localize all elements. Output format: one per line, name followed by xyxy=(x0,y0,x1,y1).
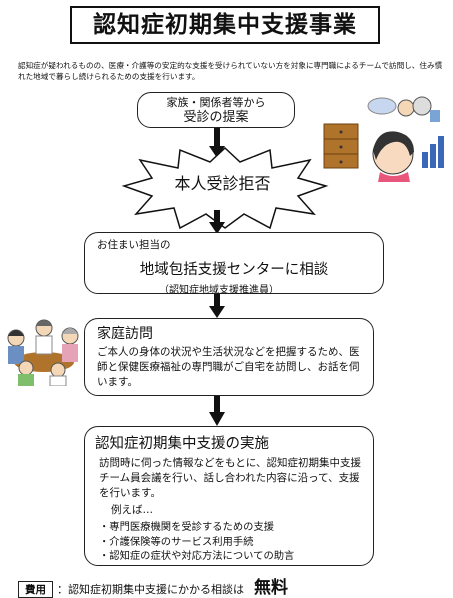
fee-text: ：認知症初期集中支援にかかる相談は xyxy=(57,583,244,596)
home-visit-illustration xyxy=(7,319,79,386)
fee-tag: 費用 xyxy=(18,581,53,598)
worried-elder-illustration xyxy=(323,96,444,182)
step4-heading: 家庭訪問 xyxy=(97,326,153,342)
step3-line3: （認知症地域支援推進員） xyxy=(159,285,279,296)
step-family-proposal: 家族・関係者等から 受診の提案 xyxy=(137,92,295,128)
list-item: 専門医療機関を受診するための支援 xyxy=(99,520,373,535)
down-arrow-icon xyxy=(209,396,225,426)
step5-heading: 認知症初期集中支援の実施 xyxy=(95,436,269,452)
step5-body: 訪問時に伺った情報などをもとに、認知症初期集中支援チーム員会議を行い、話し合われ… xyxy=(99,457,361,499)
example-label: 例えば… xyxy=(111,504,153,516)
list-item: 認知症の症状や対応方法についての助言 xyxy=(99,549,373,564)
step1-line1: 家族・関係者等から xyxy=(166,96,266,109)
fee-price: 無料 xyxy=(254,578,288,598)
step4-body: ご本人の身体の状況や生活状況などを把握するため、医師と保健医療福祉の専門職がご自… xyxy=(97,346,360,388)
refusal-burst-shape xyxy=(121,146,329,230)
step3-line1: お住まい担当の xyxy=(97,239,171,251)
down-arrow-icon xyxy=(209,294,225,318)
step-refusal: 本人受診拒否 xyxy=(174,174,271,193)
step-intensive-support: 認知症初期集中支援の実施 訪問時に伺った情報などをもとに、認知症初期集中支援チー… xyxy=(84,426,374,566)
down-arrow-icon xyxy=(209,128,225,158)
step-consultation: お住まい担当の 地域包括支援センターに相談 （認知症地域支援推進員） xyxy=(84,232,384,296)
step-home-visit: 家庭訪問 ご本人の身体の状況や生活状況などを把握するため、医師と保健医療福祉の専… xyxy=(84,318,374,396)
fee-footer: 費用 ：認知症初期集中支援にかかる相談は 無料 xyxy=(18,573,288,598)
step3-line2: 地域包括支援センターに相談 xyxy=(139,262,329,278)
page-title: 認知症初期集中支援事業 xyxy=(70,6,380,44)
intro-text: 認知症が疑われるものの、医療・介護等の安定的な支援を受けられていない方を対象に専… xyxy=(18,61,443,81)
example-list: 専門医療機関を受診するための支援 介護保険等のサービス利用手続 認知症の症状や対… xyxy=(99,520,373,564)
down-arrow-icon xyxy=(209,210,225,234)
list-item: 介護保険等のサービス利用手続 xyxy=(99,535,373,550)
step1-line2: 受診の提案 xyxy=(183,110,249,125)
